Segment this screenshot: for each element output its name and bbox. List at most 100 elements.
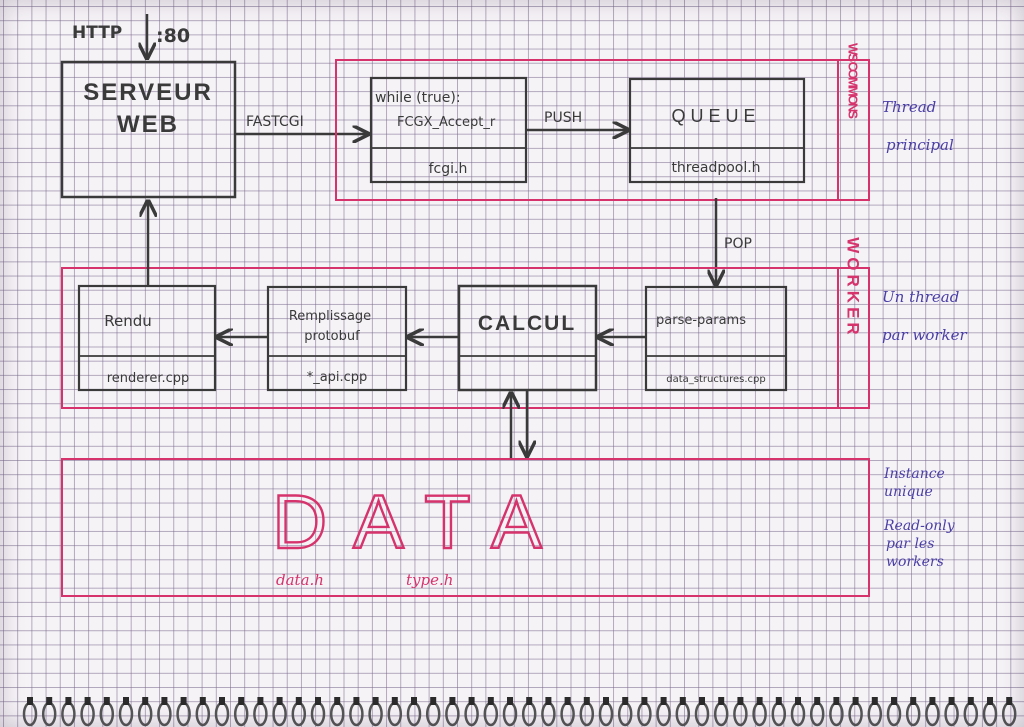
spiral-hole (103, 697, 110, 705)
spiral-ring (368, 701, 383, 727)
spiral-hole (391, 697, 398, 705)
spiral-ring (137, 701, 153, 727)
spiral-hole (449, 697, 456, 705)
spiral-ring (425, 701, 441, 727)
data-file1: data.h (276, 571, 324, 589)
queue-box (628, 77, 806, 184)
spiral-ring (61, 701, 76, 727)
spiral-hole (583, 697, 590, 705)
pop-label: POP (724, 236, 752, 252)
spiral-hole (545, 697, 552, 705)
spiral-hole (161, 697, 168, 705)
spiral-ring (867, 701, 883, 727)
spiral-ring (982, 701, 998, 727)
spiral-hole (257, 697, 264, 705)
note-thread-worker-2: par worker (882, 326, 967, 344)
spiral-ring (502, 701, 518, 727)
spiral-hole (679, 697, 686, 705)
spiral-hole (833, 697, 840, 705)
spiral-hole (468, 697, 475, 705)
serveur-web-line1: SERVEUR (83, 79, 213, 106)
remplissage-file: *_api.cpp (307, 370, 368, 385)
queue-label: QUEUE (671, 106, 760, 126)
spiral-ring (905, 701, 921, 727)
push-label: PUSH (544, 110, 582, 126)
spiral-hole (737, 697, 744, 705)
spiral-ring (521, 701, 537, 727)
spiral-hole (84, 697, 91, 705)
note-thread-worker-1: Un thread (882, 288, 959, 306)
spiral-hole (334, 697, 341, 705)
spiral-hole (27, 697, 33, 705)
spiral-ring (214, 701, 230, 727)
remplissage-line2: protobuf (304, 329, 360, 344)
http-label: HTTP (72, 23, 122, 43)
ws-commons-frame (335, 59, 870, 201)
spiral-hole (353, 697, 360, 705)
spiral-ring (617, 701, 633, 727)
spiral-ring (790, 701, 806, 727)
remplissage-line1: Remplissage (289, 309, 371, 324)
data-file2: type.h (406, 571, 453, 589)
spiral-hole (641, 697, 648, 705)
spiral-ring (944, 701, 959, 727)
spiral-ring (560, 701, 575, 727)
note-thread-principal-2: principal (886, 136, 954, 154)
spiral-ring (118, 701, 134, 727)
note-instance-2: unique (884, 484, 933, 500)
spiral-ring (310, 701, 326, 727)
serveur-web-line2: WEB (117, 111, 179, 138)
note-instance-5: workers (886, 554, 944, 570)
spiral-hole (142, 697, 149, 705)
spiral-ring (157, 701, 172, 727)
spiral-binding (22, 697, 1017, 727)
spiral-hole (219, 697, 225, 705)
spiral-hole (910, 697, 917, 705)
spiral-hole (199, 697, 206, 705)
spiral-hole (852, 697, 859, 705)
spiral-hole (871, 697, 878, 705)
spiral-ring (483, 701, 499, 727)
spiral-ring (233, 701, 249, 727)
spiral-ring (733, 701, 748, 727)
spiral-hole (526, 697, 533, 705)
parse-params-file: data_structures.cpp (666, 374, 766, 385)
note-thread-principal-1: Thread (882, 98, 936, 116)
spiral-hole (814, 697, 821, 705)
worker-frame (61, 267, 870, 409)
spiral-hole (276, 697, 283, 705)
remplissage-box (266, 285, 408, 392)
spiral-ring (848, 701, 863, 727)
spiral-ring (387, 701, 403, 727)
spiral-ring (637, 701, 652, 727)
note-instance-1: Instance (883, 466, 945, 482)
spiral-ring (541, 701, 556, 727)
spiral-ring (99, 701, 115, 727)
spiral-ring (1001, 701, 1017, 727)
spiral-ring (675, 701, 691, 727)
spiral-ring (253, 701, 268, 727)
spiral-ring (329, 701, 345, 727)
spiral-ring (694, 701, 710, 727)
spiral-ring (829, 701, 844, 727)
spiral-hole (622, 697, 629, 705)
fastcgi-label: FASTCGI (246, 114, 304, 130)
accept-box (369, 76, 528, 184)
accept-line2: FCGX_Accept_r (397, 115, 496, 130)
spiral-ring (809, 701, 825, 727)
calcul-box (457, 284, 598, 392)
ws-commons-title: WS COMMONS (846, 43, 861, 119)
spiral-ring (713, 701, 729, 727)
spiral-hole (795, 697, 801, 705)
note-instance-3: Read-only (883, 518, 956, 534)
spiral-hole (295, 697, 302, 705)
spiral-hole (775, 697, 782, 705)
data-box (61, 458, 870, 597)
spiral-hole (487, 697, 494, 705)
spiral-hole (238, 697, 245, 705)
accept-file: fcgi.h (429, 161, 468, 177)
queue-file: threadpool.h (671, 160, 760, 176)
accept-line1: while (true): (375, 90, 461, 106)
spiral-hole (411, 697, 417, 705)
